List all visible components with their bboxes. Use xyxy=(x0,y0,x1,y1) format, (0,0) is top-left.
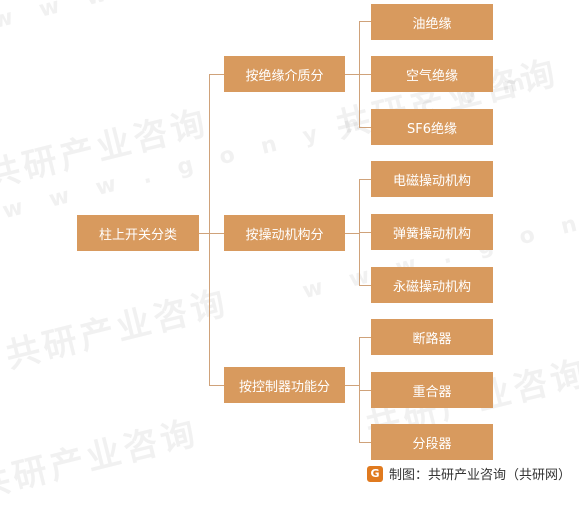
leaf-node: 重合器 xyxy=(371,372,493,408)
leaf-node: 断路器 xyxy=(371,319,493,355)
leaf-node: 永磁操动机构 xyxy=(371,267,493,303)
category-node-controller: 按控制器功能分 xyxy=(224,367,345,403)
watermark-brand: 共研产业咨询 xyxy=(0,412,203,507)
leaf-node: 电磁操动机构 xyxy=(371,161,493,197)
leaf-node: SF6绝缘 xyxy=(371,109,493,145)
category-node-insulation: 按绝缘介质分 xyxy=(224,56,345,92)
credit-text: 制图：共研产业咨询（共研网） xyxy=(388,468,571,483)
watermark-brand: 共研产业咨询 xyxy=(1,282,233,377)
root-node: 柱上开关分类 xyxy=(77,215,199,251)
watermark-brand: 共研产业咨询 xyxy=(0,102,213,197)
leaf-node: 分段器 xyxy=(371,424,493,460)
leaf-node: 弹簧操动机构 xyxy=(371,214,493,250)
credit: G 制图：共研产业咨询（共研网） xyxy=(366,464,571,483)
leaf-node: 油绝缘 xyxy=(371,4,493,40)
leaf-node: 空气绝缘 xyxy=(371,56,493,92)
category-node-mechanism: 按操动机构分 xyxy=(224,215,345,251)
brand-logo-icon: G xyxy=(366,465,383,482)
